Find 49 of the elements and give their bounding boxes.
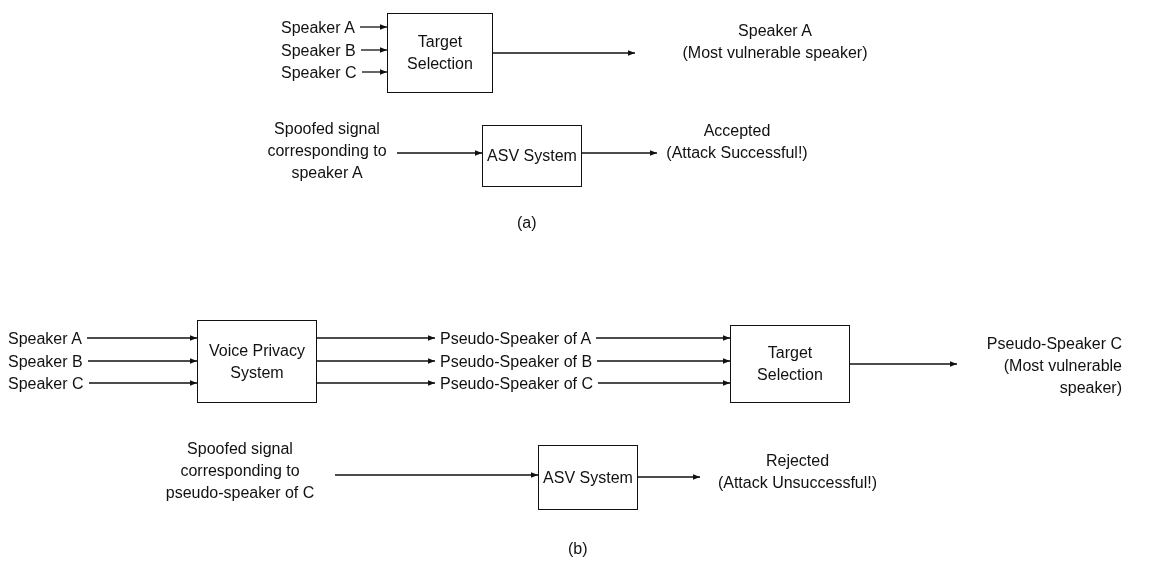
output-label: Rejected: [764, 451, 831, 471]
arrow: [595, 335, 731, 341]
box-label: Target Selection: [756, 343, 824, 385]
arrow: [316, 358, 436, 364]
process-box: [538, 445, 638, 510]
box-label: ASV System: [487, 146, 577, 166]
arrow: [86, 335, 198, 341]
box-label: Target Selection: [406, 32, 474, 74]
output-label: Accepted: [702, 121, 772, 141]
signal-label: Speaker B: [281, 40, 356, 62]
signal-label: Speaker C: [281, 62, 357, 84]
arrow: [334, 472, 539, 478]
arrow: [316, 335, 436, 341]
arrow: [88, 380, 198, 386]
output-label: Pseudo-Speaker C: [985, 334, 1122, 354]
output-note: (Attack Unsuccessful!): [716, 473, 879, 493]
arrow: [316, 380, 436, 386]
process-box: [387, 13, 493, 93]
arrow: [581, 150, 658, 156]
arrow: [396, 150, 483, 156]
process-box: [730, 325, 850, 403]
signal-label: Spoofed signal corresponding to pseudo-speaker of C: [150, 438, 330, 504]
arrow: [596, 358, 731, 364]
signal-label: Spoofed signal corresponding to speaker A: [262, 118, 392, 184]
signal-label: Speaker B: [8, 351, 83, 373]
output-note: (Attack Successful!): [665, 143, 809, 163]
signal-label: Pseudo-Speaker of C: [440, 373, 593, 395]
signal-label: Speaker C: [8, 373, 84, 395]
arrow: [87, 358, 198, 364]
signal-label: Speaker A: [8, 328, 82, 350]
arrow: [849, 361, 958, 367]
arrow: [361, 69, 388, 75]
process-box: [482, 125, 582, 187]
arrow: [597, 380, 731, 386]
arrow: [637, 474, 701, 480]
process-box: [197, 320, 317, 403]
box-label: Voice Privacy System: [207, 340, 306, 383]
signal-label: Speaker A: [281, 17, 355, 39]
signal-label: Pseudo-Speaker of A: [440, 328, 592, 350]
arrow: [492, 50, 636, 56]
output-label: Speaker A: [737, 21, 813, 41]
arrow: [360, 47, 388, 53]
panel-caption: (a): [517, 213, 537, 233]
arrow: [359, 24, 388, 30]
signal-label: Pseudo-Speaker of B: [440, 351, 593, 373]
panel-caption: (b): [568, 539, 588, 559]
output-note: (Most vulnerable speaker): [681, 43, 869, 63]
box-label: ASV System: [543, 467, 633, 488]
output-note: (Most vulnerable speaker): [1002, 356, 1122, 398]
